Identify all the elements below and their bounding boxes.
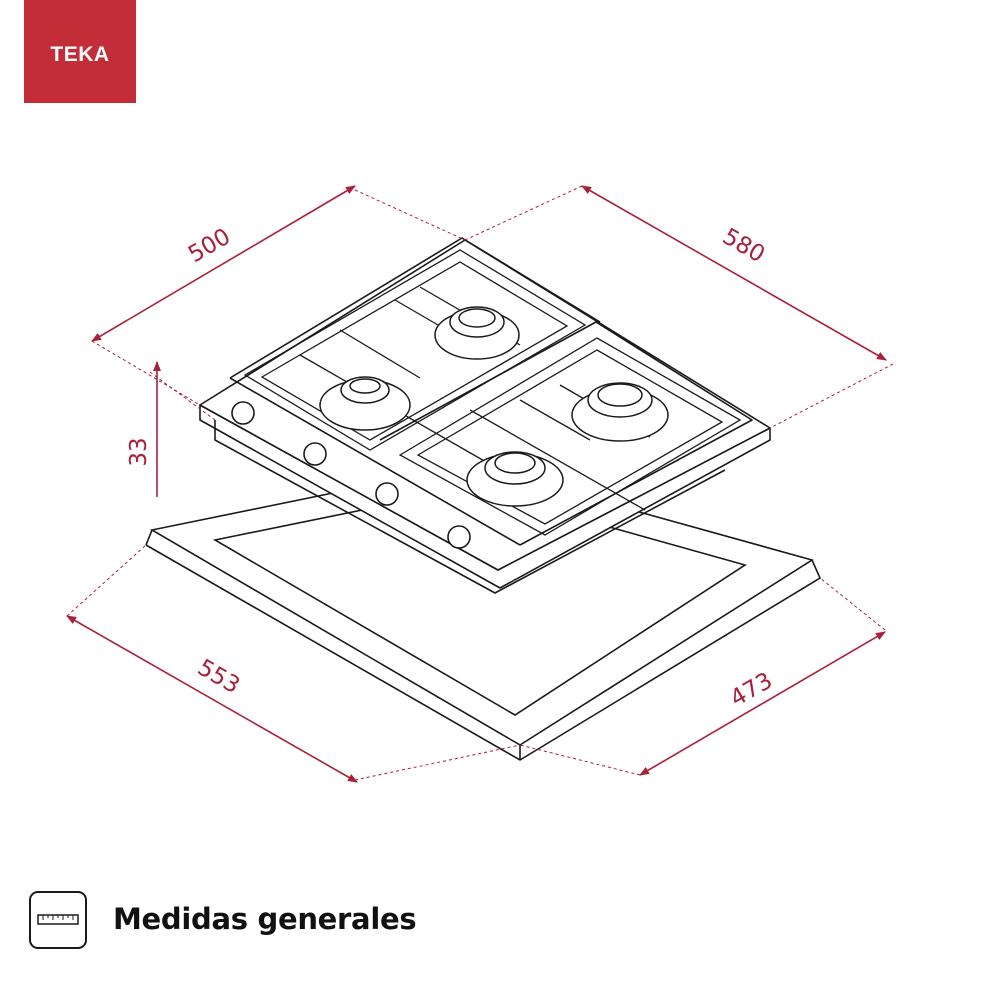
knob-2 [303, 442, 327, 466]
brand-logo: TEKA [24, 0, 136, 103]
dim-line-500 [91, 185, 356, 342]
dimension-lines [66, 185, 887, 783]
dim-cutout-depth: 473 [726, 668, 777, 712]
dim-height: 33 [126, 437, 152, 466]
dim-line-580 [581, 185, 887, 361]
knob-1 [231, 401, 255, 425]
burner-rear-right [571, 382, 669, 442]
burner-rear-left [434, 306, 520, 360]
brand-name: TEKA [50, 42, 110, 66]
dim-line-553 [66, 615, 358, 783]
control-knobs [231, 401, 471, 549]
knob-4 [447, 525, 471, 549]
burner-front-right [466, 451, 564, 507]
knob-3 [375, 482, 399, 506]
extension-lines [66, 185, 894, 781]
dim-width-top: 580 [718, 224, 769, 268]
footer-label: Medidas generales [113, 902, 417, 936]
ruler-icon [29, 891, 87, 949]
dim-line-473 [639, 631, 886, 776]
burners [319, 306, 669, 507]
burner-front-left [319, 376, 411, 431]
